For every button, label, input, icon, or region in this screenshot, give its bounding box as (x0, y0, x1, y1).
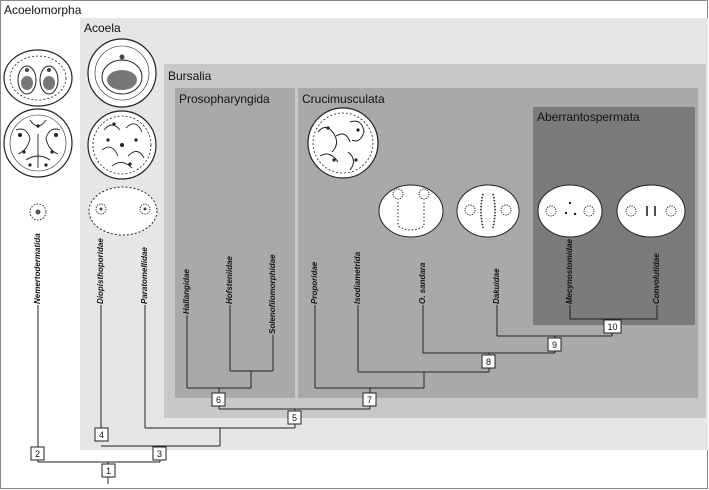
svg-text:7: 7 (367, 395, 372, 405)
label-proporidae: Proporidae (310, 261, 319, 304)
svg-text:8: 8 (486, 357, 491, 367)
convolutidae-sperm-illustration (616, 184, 686, 238)
label-isodiametrida: Isodiametrida (353, 251, 362, 304)
acoelomorpha-title: Acoelomorpha (4, 3, 82, 17)
nemertodermatida-statocyst-illustration (3, 49, 73, 107)
aberrantospermata-title: Aberrantospermata (537, 110, 640, 124)
prosopharyngida-title: Prosopharyngida (179, 92, 270, 106)
svg-text:2: 2 (35, 449, 40, 459)
label-hallangidae: Hallangidae (182, 269, 191, 314)
label-dakuidae: Dakuidae (492, 268, 501, 304)
label-mecynostomidae: Mecynostomidae (565, 239, 574, 304)
svg-text:1: 1 (106, 466, 111, 476)
svg-text:9: 9 (552, 340, 557, 350)
acoela-statocyst-illustration (87, 38, 157, 108)
acoela-title: Acoela (84, 21, 121, 35)
label-o-sandara: O. sandara (418, 262, 427, 304)
dakuidae-sperm-illustration (456, 184, 520, 238)
node-8: 8 (481, 354, 496, 369)
node-1: 1 (101, 463, 116, 478)
node-3: 3 (152, 446, 167, 461)
svg-text:5: 5 (292, 413, 297, 423)
node-5: 5 (287, 410, 302, 425)
svg-text:3: 3 (157, 449, 162, 459)
node-4: 4 (94, 427, 109, 442)
crucimusculata-title: Crucimusculata (302, 92, 385, 106)
mecynostomidae-sperm-illustration (537, 184, 603, 238)
label-convolutidae: Convolutidae (652, 253, 661, 304)
node-9: 9 (547, 337, 562, 352)
acoela-sperm-illustration (88, 186, 158, 236)
nemertodermatida-body-illustration (3, 108, 73, 178)
node-10: 10 (603, 319, 622, 334)
svg-text:10: 10 (607, 322, 617, 332)
acoela-body-illustration (87, 110, 157, 180)
o-sandara-sperm-illustration (378, 184, 444, 238)
label-diopisthoporidae: Diopisthoporidae (96, 238, 105, 304)
label-solenofilomorphidae: Solenofilomorphidae (268, 254, 277, 334)
nemertodermatida-sperm-illustration (29, 203, 47, 221)
label-nemertodermatida: Nemertodermatida (33, 233, 42, 304)
label-paratomellidae: Paratomellidae (140, 247, 149, 304)
node-6: 6 (211, 392, 226, 407)
svg-text:6: 6 (216, 395, 221, 405)
prosopharyngida-box (175, 88, 295, 398)
crucimusculata-body-illustration (307, 107, 379, 179)
label-hofsteniidae: Hofsteniidae (225, 255, 234, 304)
node-2: 2 (30, 446, 45, 461)
node-7: 7 (362, 392, 377, 407)
svg-text:4: 4 (99, 430, 104, 440)
bursalia-title: Bursalia (168, 69, 212, 83)
